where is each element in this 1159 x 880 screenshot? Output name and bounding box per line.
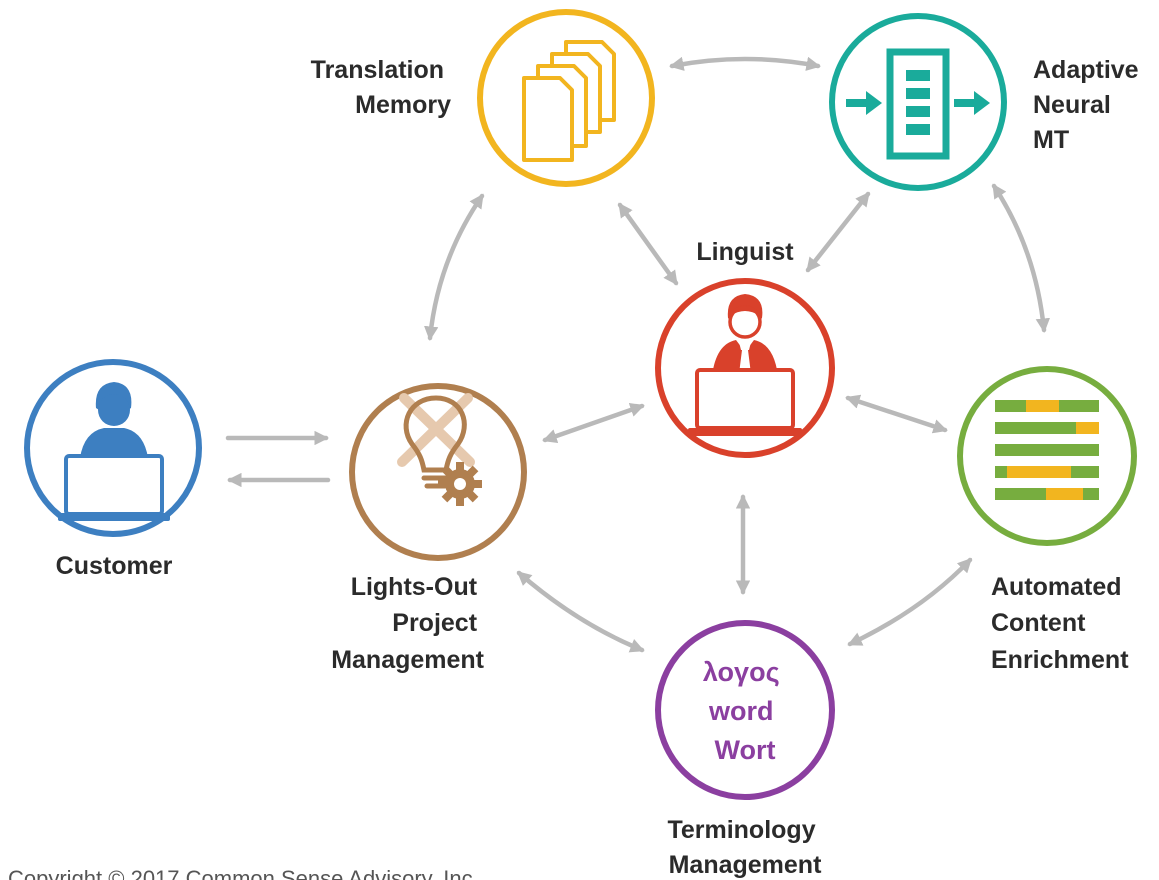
- node-adaptive-neural-mt: Adaptive Neural MT: [829, 13, 1146, 191]
- project-management-label-line3: Management: [331, 646, 484, 674]
- arrow-mt-enrichment: [991, 183, 1051, 333]
- adaptive-mt-label-line1: Adaptive: [1033, 56, 1139, 84]
- linguist-person-icon: [688, 294, 802, 436]
- customer-person-icon: [58, 382, 170, 521]
- project-management-label-line1: Lights-Out: [351, 573, 478, 601]
- svg-text:Automated Content: Automated Content Enrichment: [991, 573, 1129, 674]
- translation-memory-label-line1: Translation: [311, 56, 444, 84]
- translation-memory-label-line2: Memory: [355, 91, 451, 119]
- arrow-memory-mt: [669, 56, 821, 71]
- arrow-pm-terminology: [516, 570, 645, 653]
- node-project-management: Lights-Out Project Management: [331, 383, 527, 674]
- linguist-label: Linguist: [696, 238, 794, 266]
- term-word-english: word: [708, 696, 774, 726]
- machine-translation-icon: [846, 48, 990, 160]
- project-management-label-line2: Project: [392, 609, 477, 637]
- node-terminology-management: λογος word Wort Terminology Management: [655, 620, 835, 879]
- node-translation-memory: Translation Memory: [311, 9, 655, 187]
- customer-label: Customer: [56, 552, 173, 580]
- documents-icon: [522, 40, 616, 162]
- term-word-greek: λογος: [703, 657, 780, 687]
- svg-text:Lights-Out Project: Lights-Out Project Management: [331, 573, 484, 674]
- node-linguist: Linguist: [655, 238, 835, 458]
- terminology-circle: [655, 620, 835, 800]
- gear-icon: [438, 462, 482, 506]
- arrow-linguist-mt: [805, 191, 871, 273]
- arrow-pm-memory: [424, 193, 485, 341]
- arrow-linguist-enrichment: [845, 394, 948, 434]
- terminology-label-line1: Terminology: [667, 816, 815, 844]
- svg-text:λογος word Wort: λογος word Wort: [703, 657, 787, 765]
- node-customer: Customer: [24, 359, 202, 580]
- svg-text:Translation Memory: Translation Memory: [311, 56, 451, 119]
- terminology-label-line2: Management: [669, 851, 822, 879]
- arrow-enrichment-terminology: [847, 557, 973, 647]
- svg-text:Adaptive Neural MT: Adaptive Neural MT: [1033, 56, 1146, 154]
- content-enrichment-label-line3: Enrichment: [991, 646, 1129, 674]
- svg-text:Linguist: Linguist: [696, 238, 794, 266]
- node-content-enrichment: Automated Content Enrichment: [957, 366, 1137, 674]
- adaptive-mt-label-line2: Neural: [1033, 91, 1111, 119]
- arrow-pm-linguist: [542, 403, 645, 443]
- svg-text:Customer: Customer: [56, 552, 173, 580]
- adaptive-mt-label-line3: MT: [1033, 126, 1069, 154]
- adaptive-mt-circle: [829, 13, 1007, 191]
- content-enrichment-label-line1: Automated: [991, 573, 1122, 601]
- lightbulb-gear-icon: [397, 393, 482, 506]
- connector-arrows: [225, 56, 1051, 653]
- enriched-content-icon: [995, 400, 1099, 500]
- svg-text:Terminology Management: Terminology Management: [667, 816, 822, 879]
- content-enrichment-label-line2: Content: [991, 609, 1086, 637]
- arrow-memory-linguist: [617, 202, 679, 286]
- term-word-german: Wort: [715, 735, 776, 765]
- copyright-notice: Copyright © 2017 Common Sense Advisory, …: [8, 866, 479, 880]
